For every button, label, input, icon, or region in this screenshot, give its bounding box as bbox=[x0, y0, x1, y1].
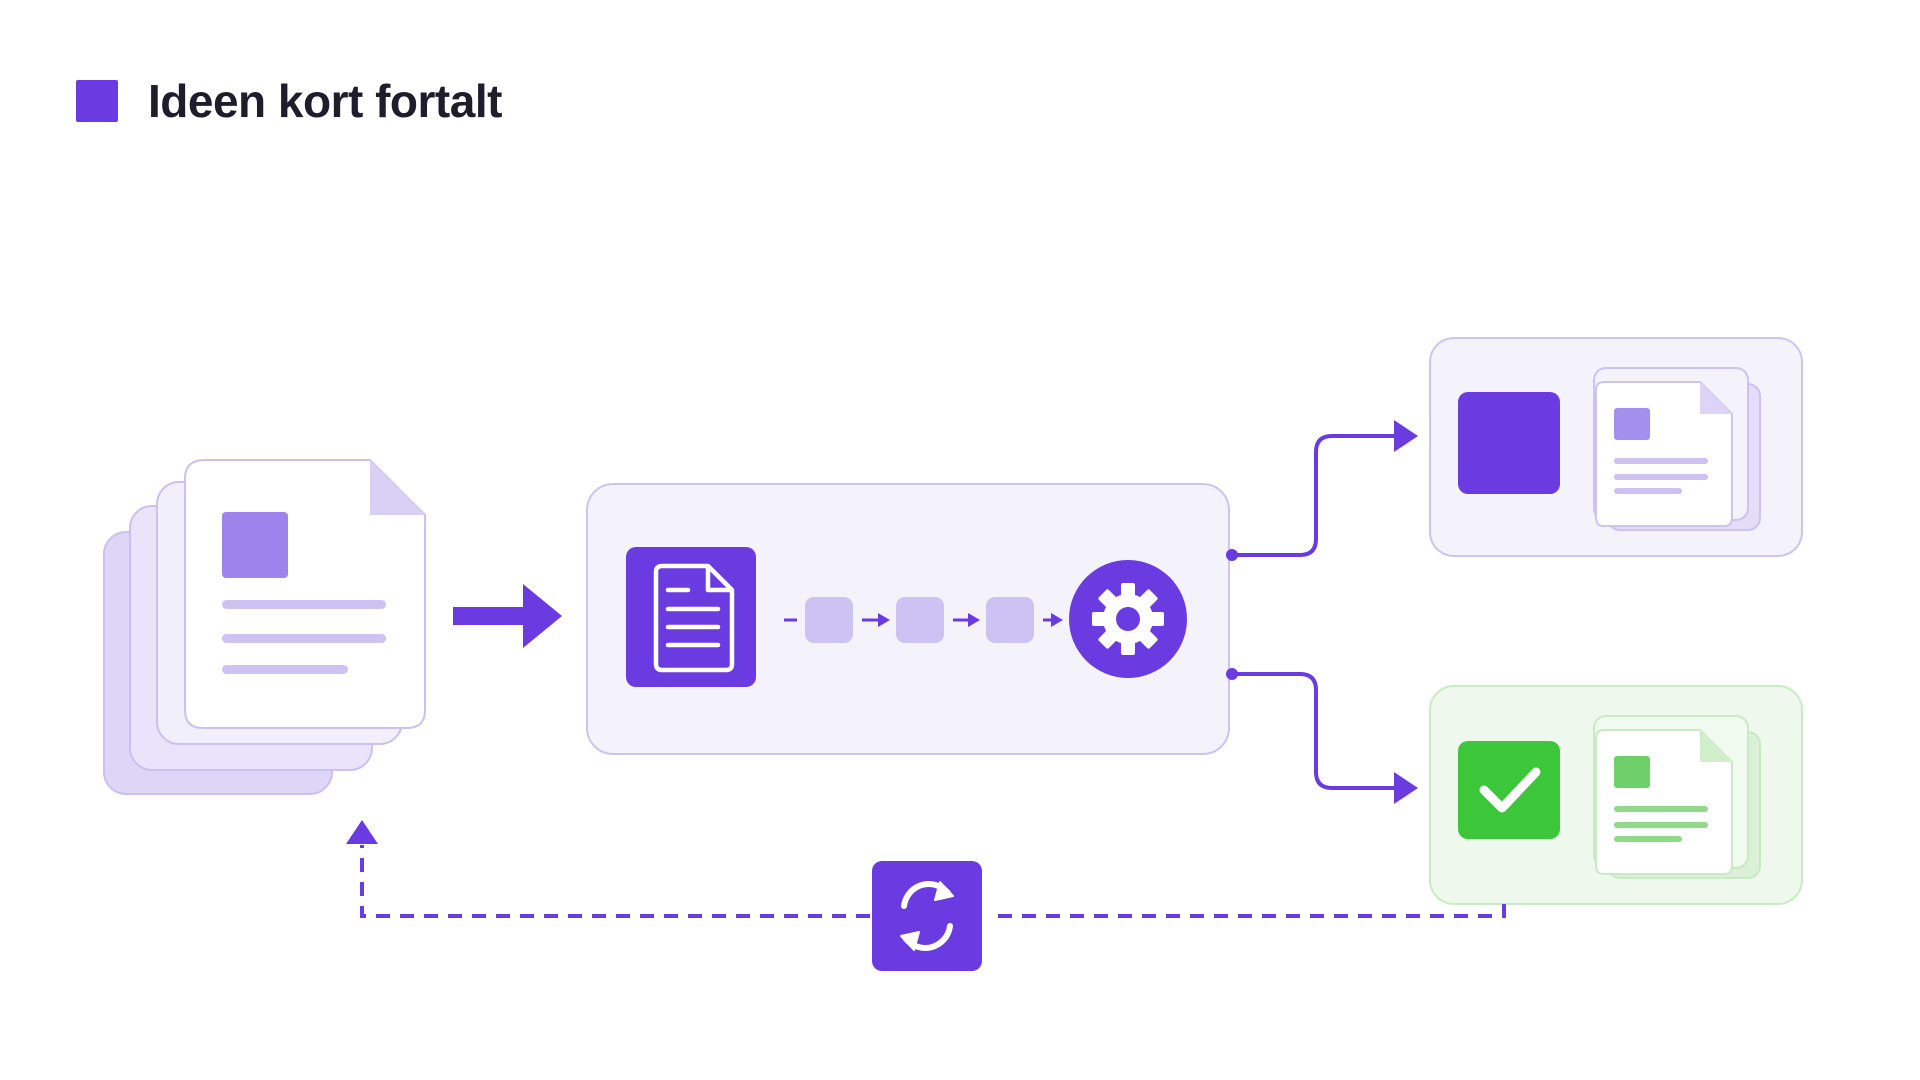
header: Ideen kort fortalt bbox=[76, 75, 502, 127]
image-placeholder-icon bbox=[222, 512, 288, 578]
page-title: Ideen kort fortalt bbox=[148, 75, 502, 127]
pipeline-steps bbox=[784, 597, 1063, 643]
title-marker-icon bbox=[76, 80, 118, 122]
checkmark-icon bbox=[1458, 741, 1560, 839]
document-icon bbox=[626, 547, 756, 687]
input-document-stack bbox=[103, 459, 426, 795]
document-stack-icon bbox=[1593, 715, 1761, 879]
pipeline-step-3 bbox=[986, 597, 1034, 643]
output-panel-primary bbox=[1429, 337, 1803, 557]
input-arrow bbox=[453, 584, 562, 648]
output-connectors bbox=[1226, 420, 1418, 804]
pipeline-step-1 bbox=[805, 597, 853, 643]
refresh-icon bbox=[872, 861, 982, 971]
document-icon bbox=[184, 459, 426, 729]
result-square-icon bbox=[1458, 392, 1560, 494]
gear-icon bbox=[1069, 560, 1187, 678]
feedback-loop bbox=[346, 820, 1506, 971]
pipeline-step-2 bbox=[896, 597, 944, 643]
output-panel-success bbox=[1429, 685, 1803, 905]
processor-panel bbox=[586, 483, 1230, 755]
document-stack-icon bbox=[1593, 367, 1761, 531]
